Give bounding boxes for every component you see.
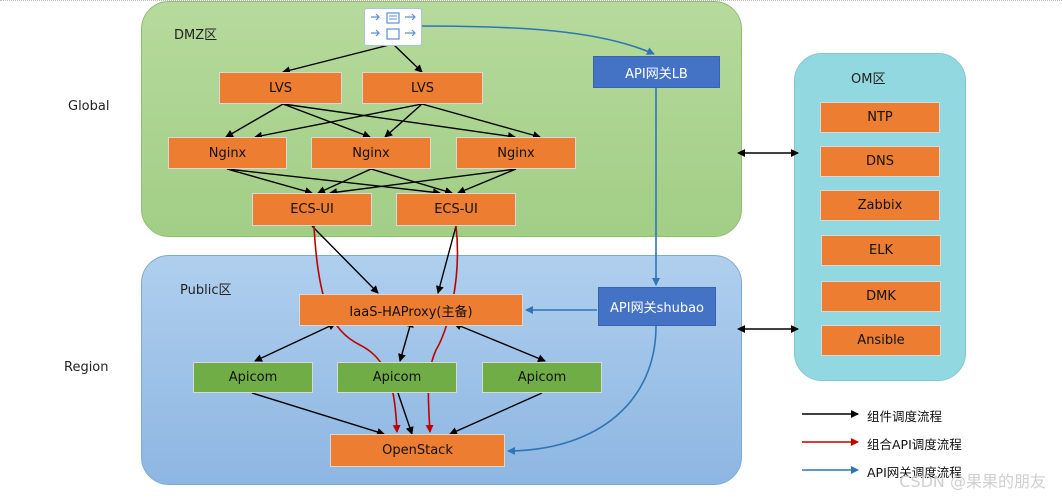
ansible-node: Ansible <box>821 325 941 356</box>
zabbix-node: Zabbix <box>820 190 940 221</box>
dmz-zone-label: DMZ区 <box>174 28 218 43</box>
lvs-node-2: LVS <box>362 72 483 104</box>
ecs-ui-node-1: ECS-UI <box>252 193 372 226</box>
component-flow-lines <box>225 43 799 436</box>
openstack-node: OpenStack <box>330 434 505 467</box>
nginx-node-2: Nginx <box>311 137 431 169</box>
ecs-ui-node-2: ECS-UI <box>396 193 516 226</box>
dns-node: DNS <box>820 146 940 177</box>
combined-api-flow-lines <box>313 225 459 433</box>
api-gateway-flow-lines <box>419 25 660 455</box>
page-frame <box>0 0 1062 5</box>
apicom-node-3: Apicom <box>482 362 602 393</box>
nginx-node-1: Nginx <box>168 137 287 169</box>
apicom-node-2: Apicom <box>337 362 457 393</box>
dmk-node: DMK <box>821 281 941 312</box>
region-label: Region <box>64 360 109 375</box>
public-zone-label: Public区 <box>180 283 232 298</box>
legend-component-label: 组件调度流程 <box>867 409 943 424</box>
api-gateway-lb-node: API网关LB <box>593 56 720 88</box>
api-gateway-shubao-node: API网关shubao <box>598 287 716 326</box>
watermark: CSDN @果果的朋友 <box>899 472 1046 491</box>
nginx-node-3: Nginx <box>456 137 576 169</box>
global-label: Global <box>68 99 110 114</box>
legend-api-gateway-label: API网关调度流程 <box>867 465 962 480</box>
apicom-node-1: Apicom <box>193 362 313 393</box>
legend-combined-api-label: 组合API调度流程 <box>867 437 962 452</box>
router-icon <box>364 8 422 46</box>
haproxy-node: IaaS-HAProxy(主备) <box>299 294 523 326</box>
lvs-node-1: LVS <box>219 72 342 104</box>
ntp-node: NTP <box>820 102 940 133</box>
elk-node: ELK <box>821 235 941 266</box>
om-zone-label: OM区 <box>851 72 886 87</box>
